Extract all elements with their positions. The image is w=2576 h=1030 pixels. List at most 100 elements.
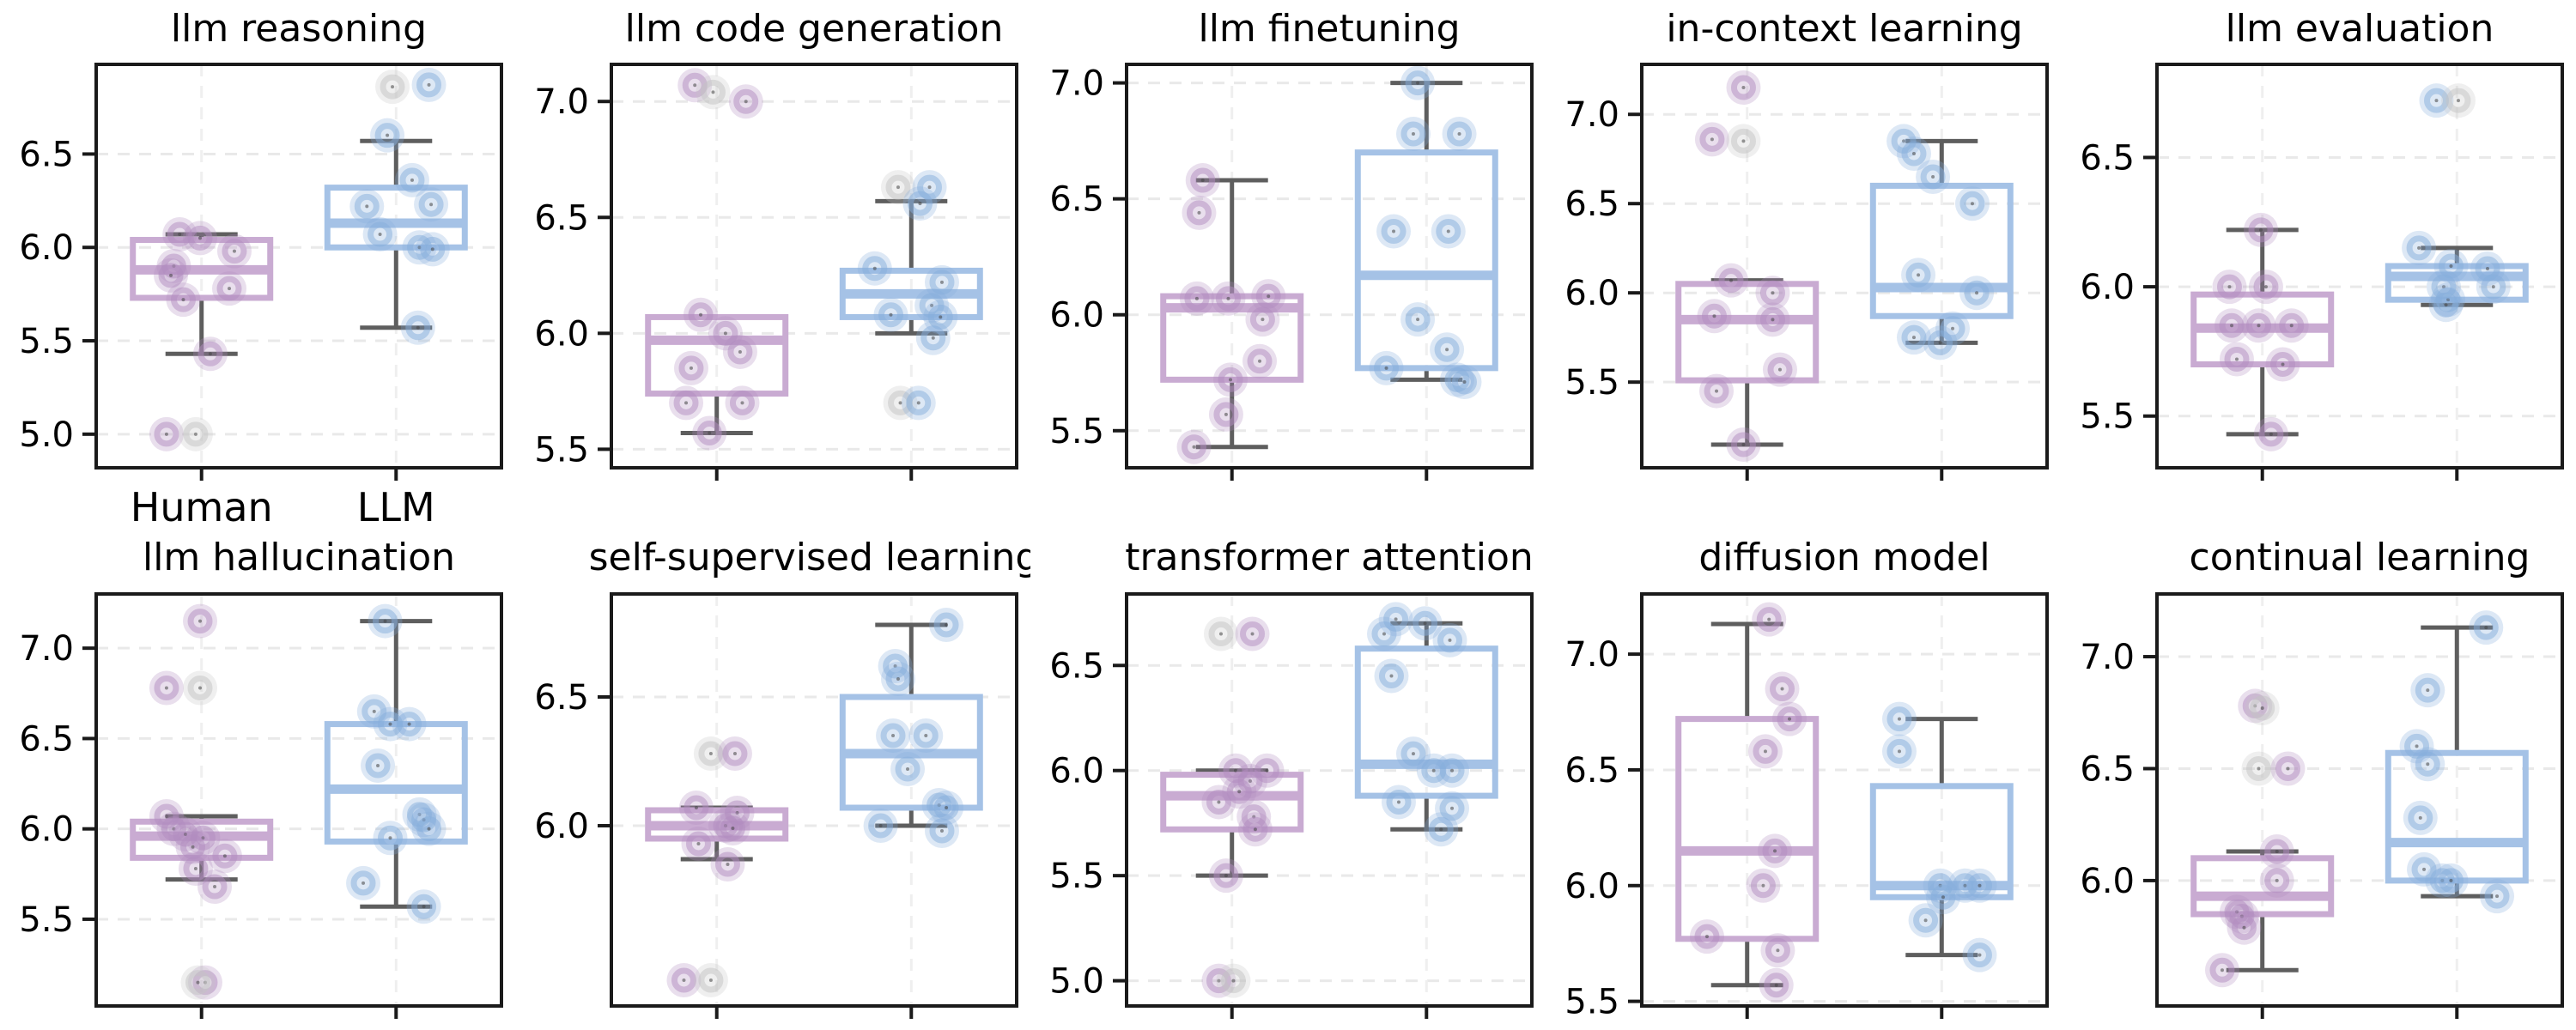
llm-point — [873, 297, 908, 332]
y-tick-label: 5.0 — [1049, 962, 1104, 1002]
llm-point — [373, 821, 408, 856]
y-tick-label: 7.0 — [1564, 635, 1619, 675]
human-point — [1697, 299, 1732, 334]
llm-point — [915, 320, 951, 355]
gray-point — [693, 963, 728, 997]
human-point — [1251, 279, 1286, 314]
llm-point — [1923, 325, 1958, 360]
plot-frame — [1640, 592, 2049, 1008]
human-point — [175, 829, 210, 864]
llm-point — [2476, 270, 2511, 305]
human-point — [183, 221, 218, 256]
human-point — [1182, 195, 1217, 230]
plot-frame — [94, 63, 503, 470]
y-tick-label: 6.5 — [534, 198, 589, 238]
y-tick-label: 7.0 — [19, 629, 74, 669]
human-point — [728, 84, 763, 119]
llm-point — [1962, 937, 1997, 972]
y-tick-label: 6.0 — [534, 314, 589, 354]
human-point — [1726, 427, 1761, 462]
human-point — [692, 415, 727, 451]
human-point — [1699, 373, 1735, 409]
human-point — [669, 385, 704, 421]
human-point — [1245, 302, 1280, 337]
llm-point — [880, 662, 915, 696]
llm-group — [839, 608, 983, 848]
y-tick-label: 5.5 — [1049, 857, 1104, 896]
y-tick-label: 6.5 — [1564, 751, 1619, 791]
y-tick-label: 5.5 — [2080, 397, 2135, 437]
human-point — [1689, 919, 1724, 954]
llm-point — [1896, 320, 1931, 355]
llm-point — [394, 162, 429, 197]
subplot-title: llm finetuning — [1198, 7, 1460, 51]
plot-frame — [2155, 592, 2564, 1008]
llm-point — [361, 748, 396, 783]
human-point — [1758, 833, 1793, 869]
human-group — [1160, 163, 1304, 464]
llm-point — [2433, 863, 2469, 898]
llm-point — [2469, 610, 2504, 645]
llm-point — [1435, 791, 1470, 826]
llm-point — [2428, 288, 2464, 323]
llm-point — [1954, 186, 1990, 221]
gray-point — [2245, 691, 2280, 726]
human-point — [1726, 70, 1761, 106]
llm-point — [1925, 880, 1960, 915]
human-point — [722, 334, 757, 369]
subplot-title: in-context learning — [1666, 7, 2022, 51]
subplot-title: llm evaluation — [2226, 7, 2494, 51]
llm-point — [1381, 785, 1416, 820]
gray-point — [183, 670, 218, 706]
human-box — [645, 313, 789, 397]
human-group — [130, 217, 274, 451]
human-point — [2204, 953, 2239, 988]
llm-group — [2385, 83, 2529, 323]
y-tick-label: 6.5 — [1049, 646, 1104, 686]
llm-group — [324, 67, 468, 345]
human-box — [1160, 772, 1304, 833]
human-point — [1752, 602, 1787, 637]
llm-group — [324, 603, 468, 924]
plot-frame — [2155, 63, 2564, 470]
human-point — [2248, 270, 2283, 305]
human-point — [2219, 342, 2254, 377]
human-point — [197, 869, 233, 905]
llm-point — [1896, 136, 1931, 171]
llm-point — [362, 217, 398, 252]
gray-point — [1726, 124, 1761, 159]
y-tick-label: 6.0 — [2080, 268, 2135, 307]
y-tick-label: 6.5 — [534, 678, 589, 718]
llm-group — [839, 170, 983, 421]
human-box — [1675, 716, 1820, 942]
y-tick-label: 6.0 — [2080, 862, 2135, 901]
llm-point — [902, 186, 938, 221]
llm-point — [1881, 701, 1917, 736]
llm-point — [411, 67, 447, 102]
llm-point — [1395, 736, 1431, 772]
llm-point — [1442, 117, 1477, 152]
gray-point — [880, 170, 915, 205]
human-group — [645, 736, 789, 997]
human-group — [1160, 616, 1304, 998]
human-point — [1765, 671, 1800, 706]
y-tick-label: 6.0 — [1049, 296, 1104, 336]
llm-point — [924, 264, 959, 300]
human-group — [130, 603, 274, 1000]
human-point — [2241, 308, 2276, 343]
human-point — [1179, 281, 1214, 316]
human-point — [715, 811, 750, 845]
y-tick-label: 7.0 — [1564, 95, 1619, 135]
human-point — [1235, 616, 1270, 651]
llm-point — [1424, 812, 1459, 847]
llm-point — [1901, 258, 1936, 293]
